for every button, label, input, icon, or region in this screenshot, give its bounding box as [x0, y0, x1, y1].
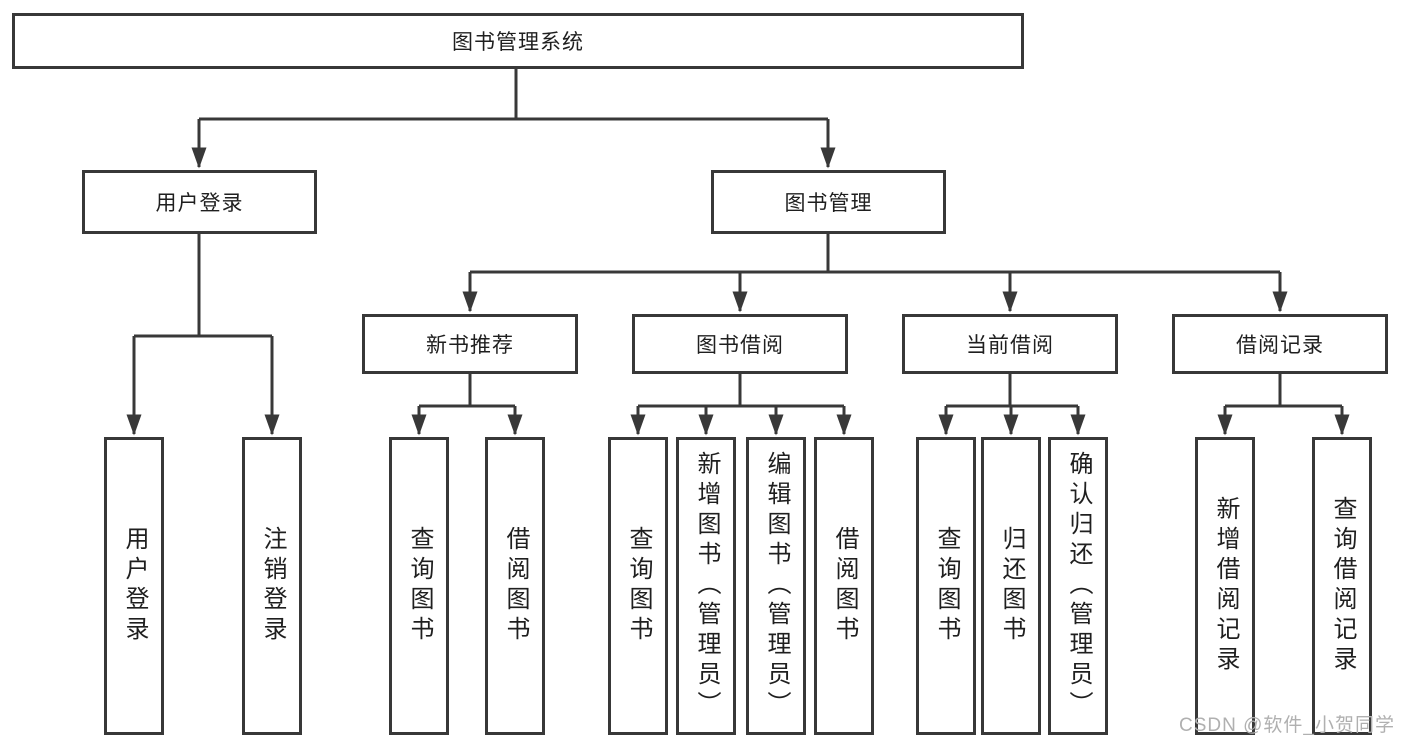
node-user-login: 用户登录 — [82, 170, 317, 234]
leaf-query-books-current: 查询图书 — [916, 437, 976, 735]
node-book-management: 图书管理 — [711, 170, 946, 234]
leaf-edit-book-admin: 编辑图书（管理员） — [746, 437, 806, 735]
connector-user-login-trunk — [134, 234, 272, 338]
connector-current-borrow-trunk — [946, 374, 1078, 408]
leaf-query-borrow-record: 查询借阅记录 — [1312, 437, 1372, 735]
leaf-borrow-books-recommend: 借阅图书 — [485, 437, 545, 735]
leaf-add-borrow-record: 新增借阅记录 — [1195, 437, 1255, 735]
leaf-query-books-borrow: 查询图书 — [608, 437, 668, 735]
connector-new-books-trunk — [419, 374, 515, 408]
node-book-borrow: 图书借阅 — [632, 314, 848, 374]
leaf-borrow-books: 借阅图书 — [814, 437, 874, 735]
leaf-return-book: 归还图书 — [981, 437, 1041, 735]
connector-book-mgmt-trunk — [470, 234, 1280, 274]
node-current-borrow: 当前借阅 — [902, 314, 1118, 374]
leaf-confirm-return-admin: 确认归还（管理员） — [1048, 437, 1108, 735]
node-borrow-records: 借阅记录 — [1172, 314, 1388, 374]
watermark: CSDN @软件_小贺同学 — [1179, 715, 1395, 736]
leaf-add-book-admin: 新增图书（管理员） — [676, 437, 736, 735]
leaf-logout: 注销登录 — [242, 437, 302, 735]
connector-root-trunk — [199, 69, 828, 121]
leaf-query-books-recommend: 查询图书 — [389, 437, 449, 735]
connector-borrow-records-trunk — [1225, 374, 1342, 408]
leaf-user-login: 用户登录 — [104, 437, 164, 735]
node-library-system: 图书管理系统 — [12, 13, 1024, 69]
connector-book-borrow-trunk — [638, 374, 844, 408]
node-new-book-recommend: 新书推荐 — [362, 314, 578, 374]
